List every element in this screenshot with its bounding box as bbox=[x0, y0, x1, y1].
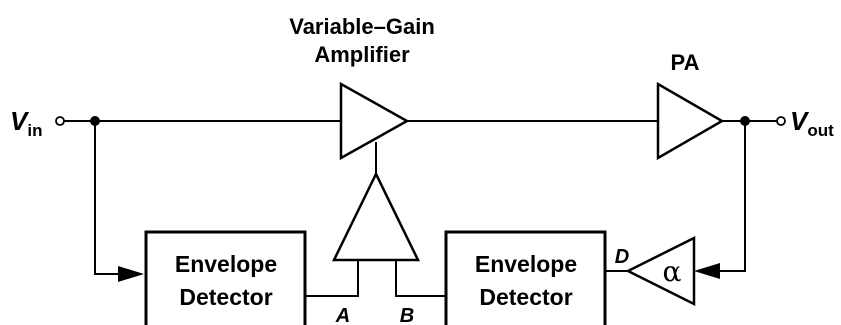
wire-input-to-left-detector bbox=[94, 121, 118, 275]
arrow-into-attenuator bbox=[694, 263, 720, 279]
wire-node-b bbox=[395, 260, 446, 297]
node-d-label: D bbox=[615, 246, 629, 268]
right-detector-line1: Envelope bbox=[475, 251, 577, 277]
node-b-label: B bbox=[400, 305, 414, 325]
attenuator-alpha-symbol: α bbox=[663, 255, 682, 288]
vga-title-line2: Amplifier bbox=[314, 42, 410, 67]
right-detector-line2: Detector bbox=[479, 284, 572, 310]
wire-node-a bbox=[305, 260, 359, 297]
pa-label: PA bbox=[671, 50, 700, 75]
left-detector-line1: Envelope bbox=[175, 251, 277, 277]
node-a-label: A bbox=[335, 305, 350, 325]
pa-triangle bbox=[656, 81, 725, 161]
output-terminal bbox=[776, 116, 786, 126]
input-label: Vin bbox=[10, 106, 42, 140]
vga-title-line1: Variable–Gain bbox=[289, 14, 435, 39]
arrow-into-left-detector bbox=[118, 266, 144, 282]
right-envelope-detector bbox=[444, 230, 607, 325]
error-amplifier-triangle bbox=[331, 171, 421, 262]
attenuator-triangle bbox=[625, 235, 696, 307]
input-terminal bbox=[55, 116, 65, 126]
vga-amplifier-triangle bbox=[339, 81, 410, 161]
left-envelope-detector bbox=[144, 230, 307, 325]
wire-output-to-attenuator bbox=[720, 121, 746, 272]
left-detector-line2: Detector bbox=[179, 284, 272, 310]
output-label: Vout bbox=[790, 106, 834, 140]
